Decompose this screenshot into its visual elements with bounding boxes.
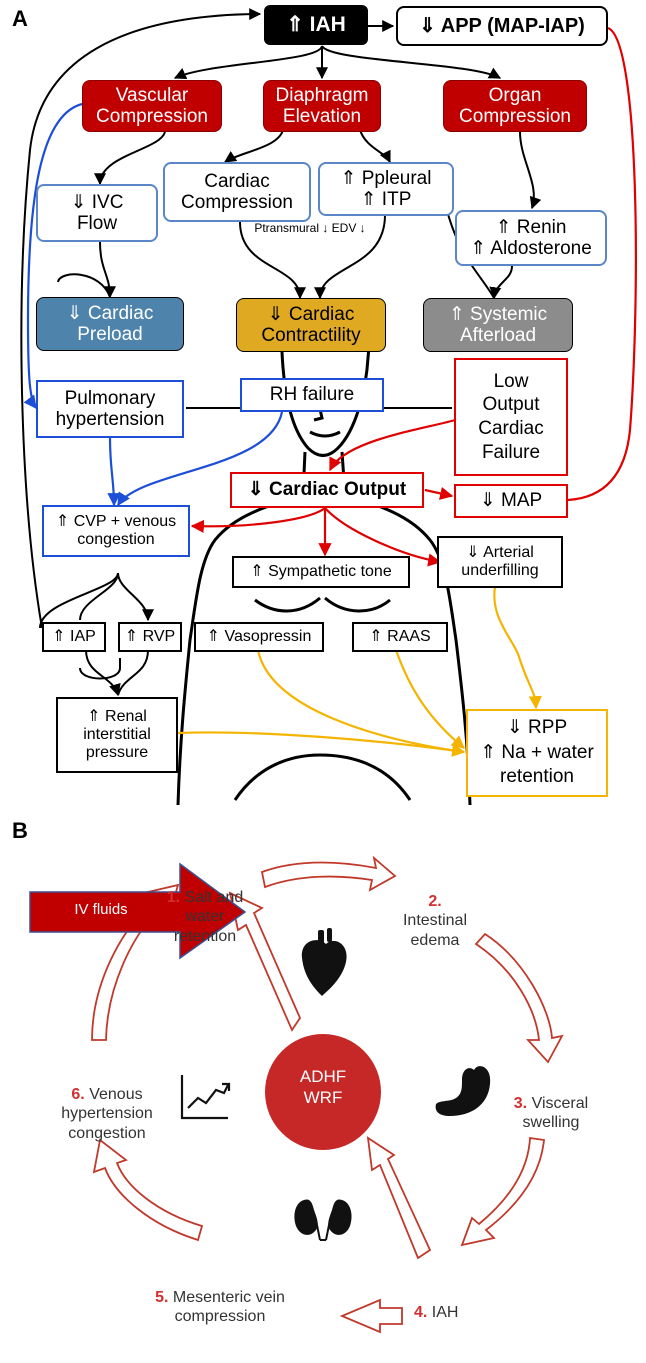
arrow-4-to-center	[366, 1136, 432, 1260]
cardiac-contractility-node: ⇓ Cardiac Contractility	[236, 298, 386, 352]
step-6-label: 6. Venous hypertension congestion	[42, 1065, 172, 1143]
panel-b-letter: B	[12, 818, 28, 843]
sympathetic-tone-node: ⇑ Sympathetic tone	[232, 556, 410, 588]
step-2-text: Intestinal edema	[402, 912, 468, 949]
cycle-arrow-3-4	[460, 1136, 545, 1247]
diaphragm-elevation-node: Diaphragm Elevation	[263, 80, 381, 132]
adhf-wrf-label: ADHF WRF	[299, 1067, 347, 1108]
cycle-arrow-5-6	[92, 1138, 204, 1242]
cvp-congestion-node: ⇑ CVP + venous congestion	[42, 505, 190, 557]
yellow-connectors	[177, 586, 542, 757]
vasopressin-node: ⇑ Vasopressin	[194, 622, 324, 652]
renal-interstitial-pressure-node: ⇑ Renal interstitial pressure	[56, 697, 178, 773]
step-2-label: 2. Intestinal edema	[380, 872, 490, 950]
map-node: ⇓ MAP	[454, 484, 568, 518]
iap-node: ⇑ IAP	[42, 622, 106, 652]
cardiac-output-node: ⇓ Cardiac Output	[230, 472, 424, 508]
heart-icon	[301, 928, 347, 996]
blue-connectors	[23, 102, 284, 507]
adhf-circle	[265, 1034, 381, 1150]
red-connectors	[190, 26, 637, 567]
ppleural-itp-node: ⇑ Ppleural ⇑ ITP	[318, 162, 454, 216]
cycle-arrow-1-2	[260, 855, 397, 892]
cycle-arrow-2-3	[474, 932, 564, 1064]
systemic-afterload-node: ⇑ Systemic Afterload	[423, 298, 573, 352]
app-node: ⇓ APP (MAP-IAP)	[396, 6, 608, 46]
transmural-note: Ptransmural ↓ EDV ↓	[254, 221, 366, 235]
black-connectors	[20, 8, 542, 697]
rpp-na-water-node: ⇓ RPP ⇑ Na + water retention	[466, 709, 608, 797]
organ-compression-node: Organ Compression	[443, 80, 587, 132]
panel-a-letter: A	[12, 6, 28, 31]
step-3-text: Visceral swelling	[522, 1094, 589, 1132]
step-5-label: 5. Mesenteric vein compression	[120, 1268, 320, 1327]
step-3-label: 3. Visceral swelling	[496, 1074, 606, 1133]
rising-chart-icon	[180, 1075, 231, 1120]
cardiac-preload-node: ⇓ Cardiac Preload	[36, 297, 184, 351]
low-output-cardiac-failure-node: Low Output Cardiac Failure	[454, 358, 568, 476]
step-3-number: 3.	[513, 1094, 528, 1112]
step-5-text: Mesenteric vein compression	[172, 1288, 285, 1326]
step-4-label: 4. IAH	[414, 1283, 504, 1322]
pulmonary-hypertension-node: Pulmonary hypertension	[36, 380, 184, 438]
step-1-label: 1. Salt and water retention	[150, 868, 260, 946]
renin-aldosterone-node: ⇑ Renin ⇑ Aldosterone	[455, 210, 607, 266]
step-6-text: Venous hypertension congestion	[61, 1085, 153, 1142]
arrow-center-to-1	[228, 891, 302, 1032]
step-5-number: 5.	[155, 1288, 169, 1306]
iah-node: ⇑ IAH	[264, 5, 368, 45]
stomach-icon	[435, 1066, 491, 1116]
arterial-underfilling-node: ⇓ Arterial underfilling	[437, 536, 563, 588]
raas-node: ⇑ RAAS	[352, 622, 448, 652]
step-2-number: 2.	[428, 892, 442, 910]
cardiac-compression-node: Cardiac Compression	[163, 162, 311, 222]
step-1-number: 1.	[166, 888, 181, 906]
iv-fluids-label: IV fluids	[74, 901, 128, 918]
rvp-node: ⇑ RVP	[118, 622, 182, 652]
ivc-flow-node: ⇓ IVC Flow	[36, 184, 158, 242]
iv-fluids-arrow	[29, 862, 247, 960]
vascular-compression-node: Vascular Compression	[82, 80, 222, 132]
step-1-text: Salt and water retention	[173, 888, 244, 945]
cycle-arrow-4-5	[339, 1298, 403, 1334]
kidneys-icon	[294, 1199, 352, 1241]
step-6-number: 6.	[71, 1085, 85, 1103]
rh-failure-node: RH failure	[240, 378, 384, 412]
step-4-number: 4.	[414, 1303, 428, 1321]
step-4-text: IAH	[431, 1303, 459, 1321]
